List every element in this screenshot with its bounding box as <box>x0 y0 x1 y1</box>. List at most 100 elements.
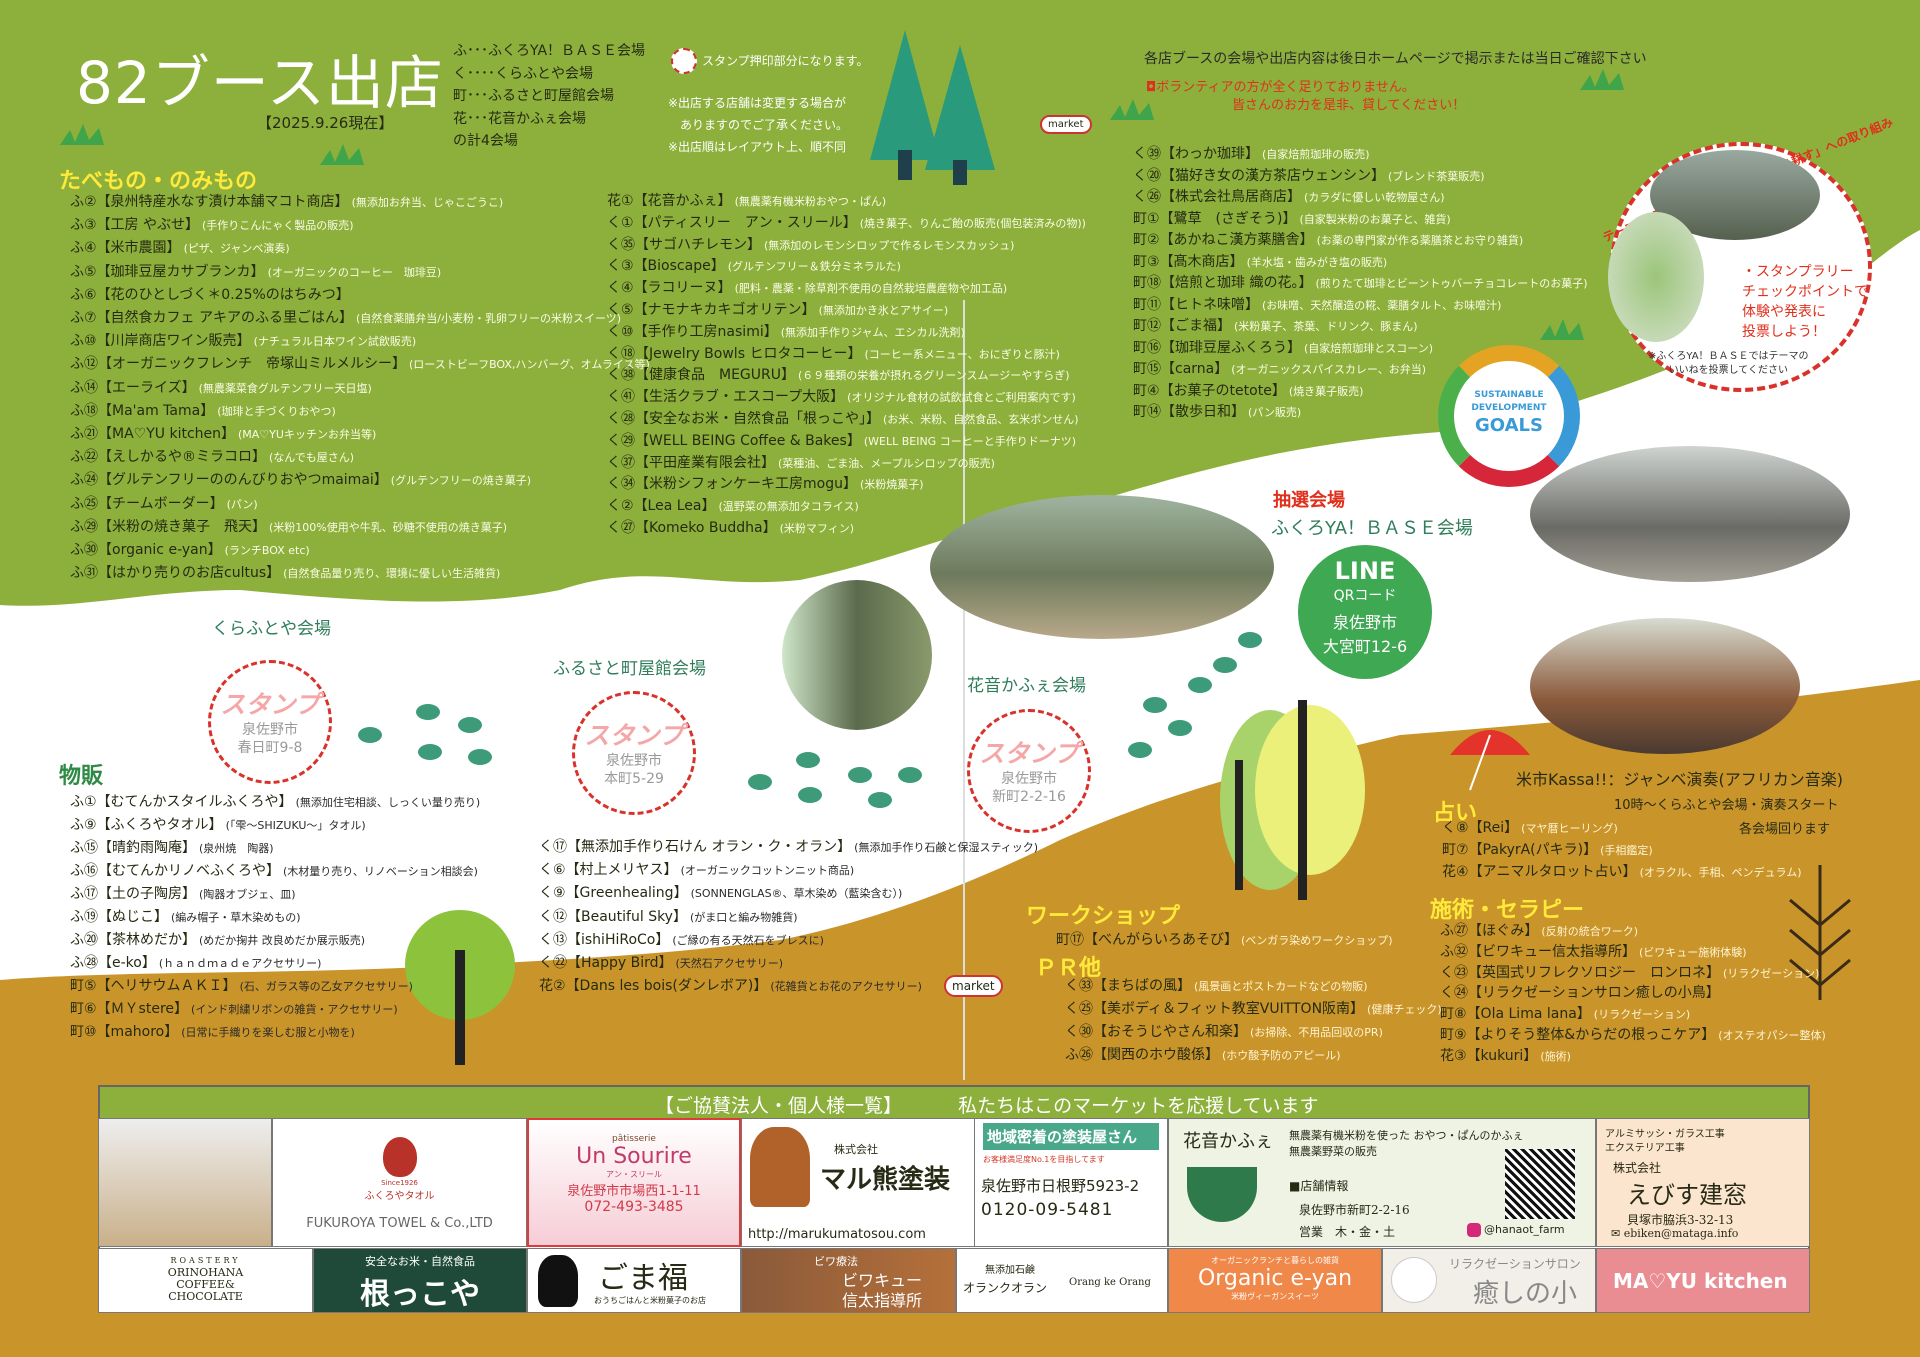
vendor-description: (手作りこんにゃく製品の販売) <box>202 219 354 233</box>
line-label: LINE <box>1334 557 1396 585</box>
sponsor-biwakyu[interactable]: ビワ療法 ビワキュー 信太指導所 <box>741 1248 956 1313</box>
vendor-description: (コーヒー系メニュー、おにぎりと豚汁) <box>864 347 1060 361</box>
green-field <box>0 0 1920 606</box>
venue-code: く⑥ <box>539 862 566 879</box>
sponsor-hanaot[interactable]: 花音かふぇ 無農薬有機米粉を使った おやつ・ぱんのかふぇ 無農薬野菜の販売 ■店… <box>1168 1118 1596 1247</box>
vendor-name: 【米市農園】 <box>96 240 181 257</box>
venue-code: く㉔ <box>1440 985 1468 1002</box>
vendor-name: 【チームボーダー】 <box>98 495 224 512</box>
vendor-row: ふ①【むてんかスタイルふくろや】(無添加住宅相談、しっくい量り売り) <box>70 795 480 809</box>
venue-code: 町⑰ <box>1056 932 1084 948</box>
vendor-description: (なんでも屋さん) <box>269 451 355 465</box>
logo-line: オランクオラン <box>963 1281 1048 1295</box>
fukuroya-en: FUKUROYA TOWEL & Co.,LTD <box>306 1216 493 1231</box>
marukuma-name: マル熊塗装 <box>820 1165 951 1195</box>
sponsor-un-sourire[interactable]: pâtisserie Un Sourire アン・スリール 泉佐野市市場西1-1… <box>527 1118 741 1247</box>
vendor-description: (SONNENGLAS®、草木染め（藍染含む）) <box>690 887 903 901</box>
sponsor-orinohana[interactable]: ROASTERY ORINOHANA COFFEE& CHOCOLATE <box>98 1248 313 1313</box>
venue-code: く㉖ <box>1133 189 1161 205</box>
sdgs-line: SUSTAINABLE <box>1474 390 1544 400</box>
sponsor-fukuroya[interactable]: Since1926 ふくろやタオル FUKUROYA TOWEL & Co.,L… <box>272 1118 527 1247</box>
therapy-heading: 施術・セラピー <box>1430 898 1585 923</box>
vendor-row: 町⑫【ごま福】(米粉菓子、茶葉、ドリンク、豚まん) <box>1133 319 1418 333</box>
theme-note-line: ※ふくろYA！ＢＡＳＥではテーマの <box>1648 351 1809 362</box>
sponsor-marukuma-banner: 地域密着の塗装屋さん お客様満足度No.1を目指してます 泉佐野市日根野5923… <box>975 1118 1168 1247</box>
vendor-row: く㊶【生活クラブ・エスコープ大阪】(オリジナル食材の試飲試食とご利用案内です) <box>607 390 1076 404</box>
stamp-spot-hanaot[interactable]: スタンプ 泉佐野市 新町2-2-16 <box>967 709 1091 833</box>
volunteer-note: 皆さんのお力を是非、貸してください！ <box>1232 98 1466 113</box>
line-qr-badge[interactable]: LINE QRコード 泉佐野市 大宮町12-6 <box>1298 545 1432 679</box>
footprints-icon <box>358 632 1262 808</box>
vendor-row: く㉖【株式会社鳥居商店】(カラダに優しい乾物屋さん) <box>1133 190 1445 204</box>
sponsor-mayu-kitchen[interactable]: MA♡YU kitchen <box>1596 1248 1810 1313</box>
vendor-row: 町②【あかねこ漢方薬膳舎】(お薬の専門家が作る薬膳茶とお守り雑貨) <box>1133 233 1523 247</box>
ebisu-line: エクステリア工事 <box>1605 1143 1685 1154</box>
crowd-photo <box>1530 446 1850 582</box>
marukuma-address: 泉佐野市日根野5923-2 <box>981 1177 1140 1195</box>
vendor-name: 【まちばの風】 <box>1093 978 1191 994</box>
vendor-row: 町⑯【珈琲豆屋ふくろう】(自家焙煎珈琲とスコーン) <box>1133 341 1433 355</box>
vendor-description: (オラクル、手相、ペンデュラム) <box>1639 866 1802 879</box>
vendor-name: 【Happy Bird】 <box>567 955 673 971</box>
vendor-name: 【ナモナキカキゴオリテン】 <box>633 302 816 318</box>
venue-code: ふ㉔ <box>70 472 98 489</box>
venue-code: く⑩ <box>607 323 634 340</box>
legend-item: 町･･･ふるさと町屋館会場 <box>453 88 614 104</box>
sponsor-orang-ke-orang[interactable]: 無添加石鹸 オランクオラン Orang ke Orang <box>956 1248 1168 1313</box>
vendor-name: 【散歩日和】 <box>1161 404 1245 420</box>
venue-code: ふ㉙ <box>70 518 98 535</box>
venue-code: く⑱ <box>607 345 635 362</box>
vendor-row: ふ⑤【珈琲豆屋カサブランカ】(オーガニックのコーヒー 珈琲豆) <box>70 265 441 279</box>
notice: ※出店する店舗は変更する場合が ありますのでご了承ください。 ※出店順はレイアウ… <box>668 92 848 158</box>
vendor-row: 町⑭【散歩日和】(パン販売) <box>1133 405 1301 419</box>
qr-code-icon[interactable] <box>1505 1149 1575 1219</box>
venue-code: く㉙ <box>607 432 635 449</box>
sponsor-ebisu[interactable]: アルミサッシ・ガラス工事 エクステリア工事 株式会社 えびす建窓 貝塚市脇浜3-… <box>1596 1118 1810 1247</box>
music-title: 米市Kassa!!：ジャンベ演奏(アフリカン音楽) <box>1516 770 1844 789</box>
stamp-spot-machiyakan[interactable]: スタンプ 泉佐野市 本町5-29 <box>572 691 696 815</box>
vendor-description: (手相鑑定) <box>1600 844 1653 857</box>
sponsor-nekkoya[interactable]: 安全なお米・自然食品 根っこや <box>313 1248 527 1313</box>
vendor-description: (施術) <box>1540 1049 1571 1063</box>
sponsor-organic-e-yan[interactable]: オーガニックランチと暮らしの雑貨 Organic e-yan 米粉ヴィーガンスイ… <box>1168 1248 1382 1313</box>
vendor-row: ふ㉚【organic e-yan】(ランチBOX etc) <box>70 543 310 557</box>
lottery-address: 大宮町12-6 <box>1322 637 1408 656</box>
vendor-description: (オステオパシー整体) <box>1718 1029 1826 1042</box>
notice-line: ※出店する店舗は変更する場合が <box>668 96 847 110</box>
notice-line: ※出店順はレイアウト上、順不同 <box>668 140 847 154</box>
ebisu-mail[interactable]: ✉ ebiken@mataga.info <box>1611 1227 1738 1240</box>
sponsor-marukuma[interactable]: 株式会社 マル熊塗装 http://marukumatosou.com <box>741 1118 975 1247</box>
sponsor-gomafuku[interactable]: ごま福 おうちごはんと米粉菓子のお店 <box>527 1248 741 1313</box>
vendor-row: ふ㉖【関西のホウ酸係】(ホウ酸予防のアピール) <box>1065 1048 1341 1062</box>
vendor-row: 町⑰【べんがらいろあそび】(ベンガラ染めワークショップ) <box>1056 933 1393 947</box>
venue-code: ふ④ <box>70 240 97 257</box>
sponsor-header: 【ご協賛法人・個人様一覧】 私たちはこのマーケットを応援しています <box>100 1087 1808 1119</box>
vendor-name: 【平田産業有限会社】 <box>635 454 775 471</box>
vendor-description: (焼き菓子販売) <box>1288 384 1364 398</box>
marukuma-url[interactable]: http://marukumatosou.com <box>748 1227 926 1242</box>
venue-code: ふ⑮ <box>70 840 98 856</box>
vendor-name: 【PakyrA(パキラ)】 <box>1468 842 1598 858</box>
instagram-handle[interactable]: @hanaot_farm <box>1467 1223 1565 1237</box>
sponsor-iyashi-no-kotori[interactable]: リラクゼーションサロン 癒しの小鳥 <box>1382 1248 1596 1313</box>
vendor-description: (ピザ、ジャンベ演奏) <box>183 242 290 256</box>
ebisu-name: えびす建窓 <box>1627 1181 1747 1209</box>
vendor-description: (日常に手織りを楽しむ服と小物を) <box>181 1026 355 1039</box>
stamp-city: 泉佐野市 <box>606 753 662 769</box>
vendor-name: 【ぬじこ】 <box>98 909 168 925</box>
pr-heading: ＰＲ他 <box>1035 956 1102 981</box>
venue-code: 町⑥ <box>70 1001 97 1017</box>
stamp-spot-craftya[interactable]: スタンプ 泉佐野市 春日町9-8 <box>208 660 332 784</box>
vendor-name: 【ビワキュー信太指導所】 <box>1468 943 1636 960</box>
vendor-row: 町④【お菓子のtetote】(焼き菓子販売) <box>1133 384 1363 398</box>
venue-code: 町⑱ <box>1133 275 1161 291</box>
venue-code: 町⑩ <box>70 1024 97 1040</box>
vendor-name: 【お菓子のtetote】 <box>1159 382 1286 399</box>
vendor-name: 【エーライズ】 <box>98 379 196 396</box>
vendor-description: (お薬の専門家が作る薬膳茶とお守り雑貨) <box>1316 234 1524 247</box>
theme-line: チェックポイントで <box>1742 284 1868 300</box>
vendor-name: 【パティスリー アン・スリール】 <box>633 214 857 231</box>
vendor-row: く⑳【猫好き女の漢方茶店ウェンシン】(ブレンド茶葉販売) <box>1133 169 1485 183</box>
legend-item: の計4会場 <box>453 133 518 149</box>
vendor-name: 【mahoro】 <box>96 1024 179 1040</box>
